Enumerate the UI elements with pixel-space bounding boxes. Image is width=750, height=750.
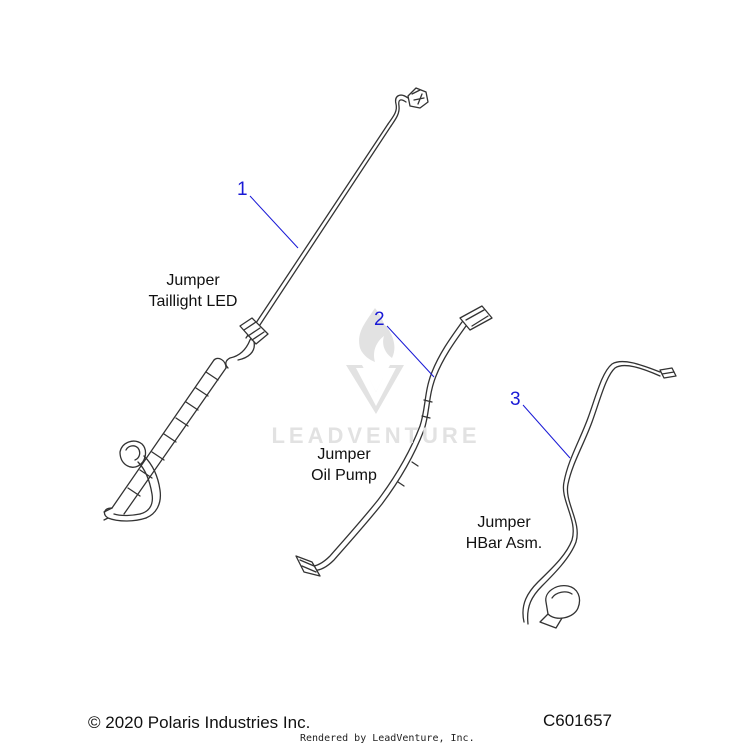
- callout-leaders: [249, 195, 571, 459]
- oil-pump-jumper-harness: [295, 305, 493, 577]
- part-label-line: Oil Pump: [311, 467, 377, 484]
- copyright-text: © 2020 Polaris Industries Inc.: [88, 713, 311, 732]
- part-label-line: Taillight LED: [148, 293, 238, 310]
- rendered-by-text: Rendered by LeadVenture, Inc.: [300, 733, 475, 744]
- diagram-code: C601657: [543, 711, 613, 730]
- taillight-jumper-harness: [103, 87, 429, 522]
- callout-number-3: 3: [510, 389, 521, 410]
- part-label-line: Jumper: [317, 446, 371, 463]
- part-label-oil-pump: Jumper Oil Pump: [284, 444, 404, 486]
- hbar-jumper-harness: [522, 360, 677, 629]
- part-label-line: Jumper: [477, 514, 531, 531]
- part-label-taillight: Jumper Taillight LED: [128, 270, 258, 312]
- callout-leader-1: [249, 195, 299, 249]
- watermark-text: LEADVENTURE: [271, 423, 481, 448]
- part-label-hbar: Jumper HBar Asm.: [446, 512, 562, 554]
- flame-v-logo-icon: [346, 308, 404, 414]
- callout-leader-3: [522, 404, 571, 459]
- callout-number-1: 1: [237, 179, 248, 200]
- callout-number-2: 2: [374, 309, 385, 330]
- callout-leader-2: [386, 325, 435, 378]
- part-label-line: HBar Asm.: [465, 535, 543, 552]
- part-label-line: Jumper: [166, 272, 220, 289]
